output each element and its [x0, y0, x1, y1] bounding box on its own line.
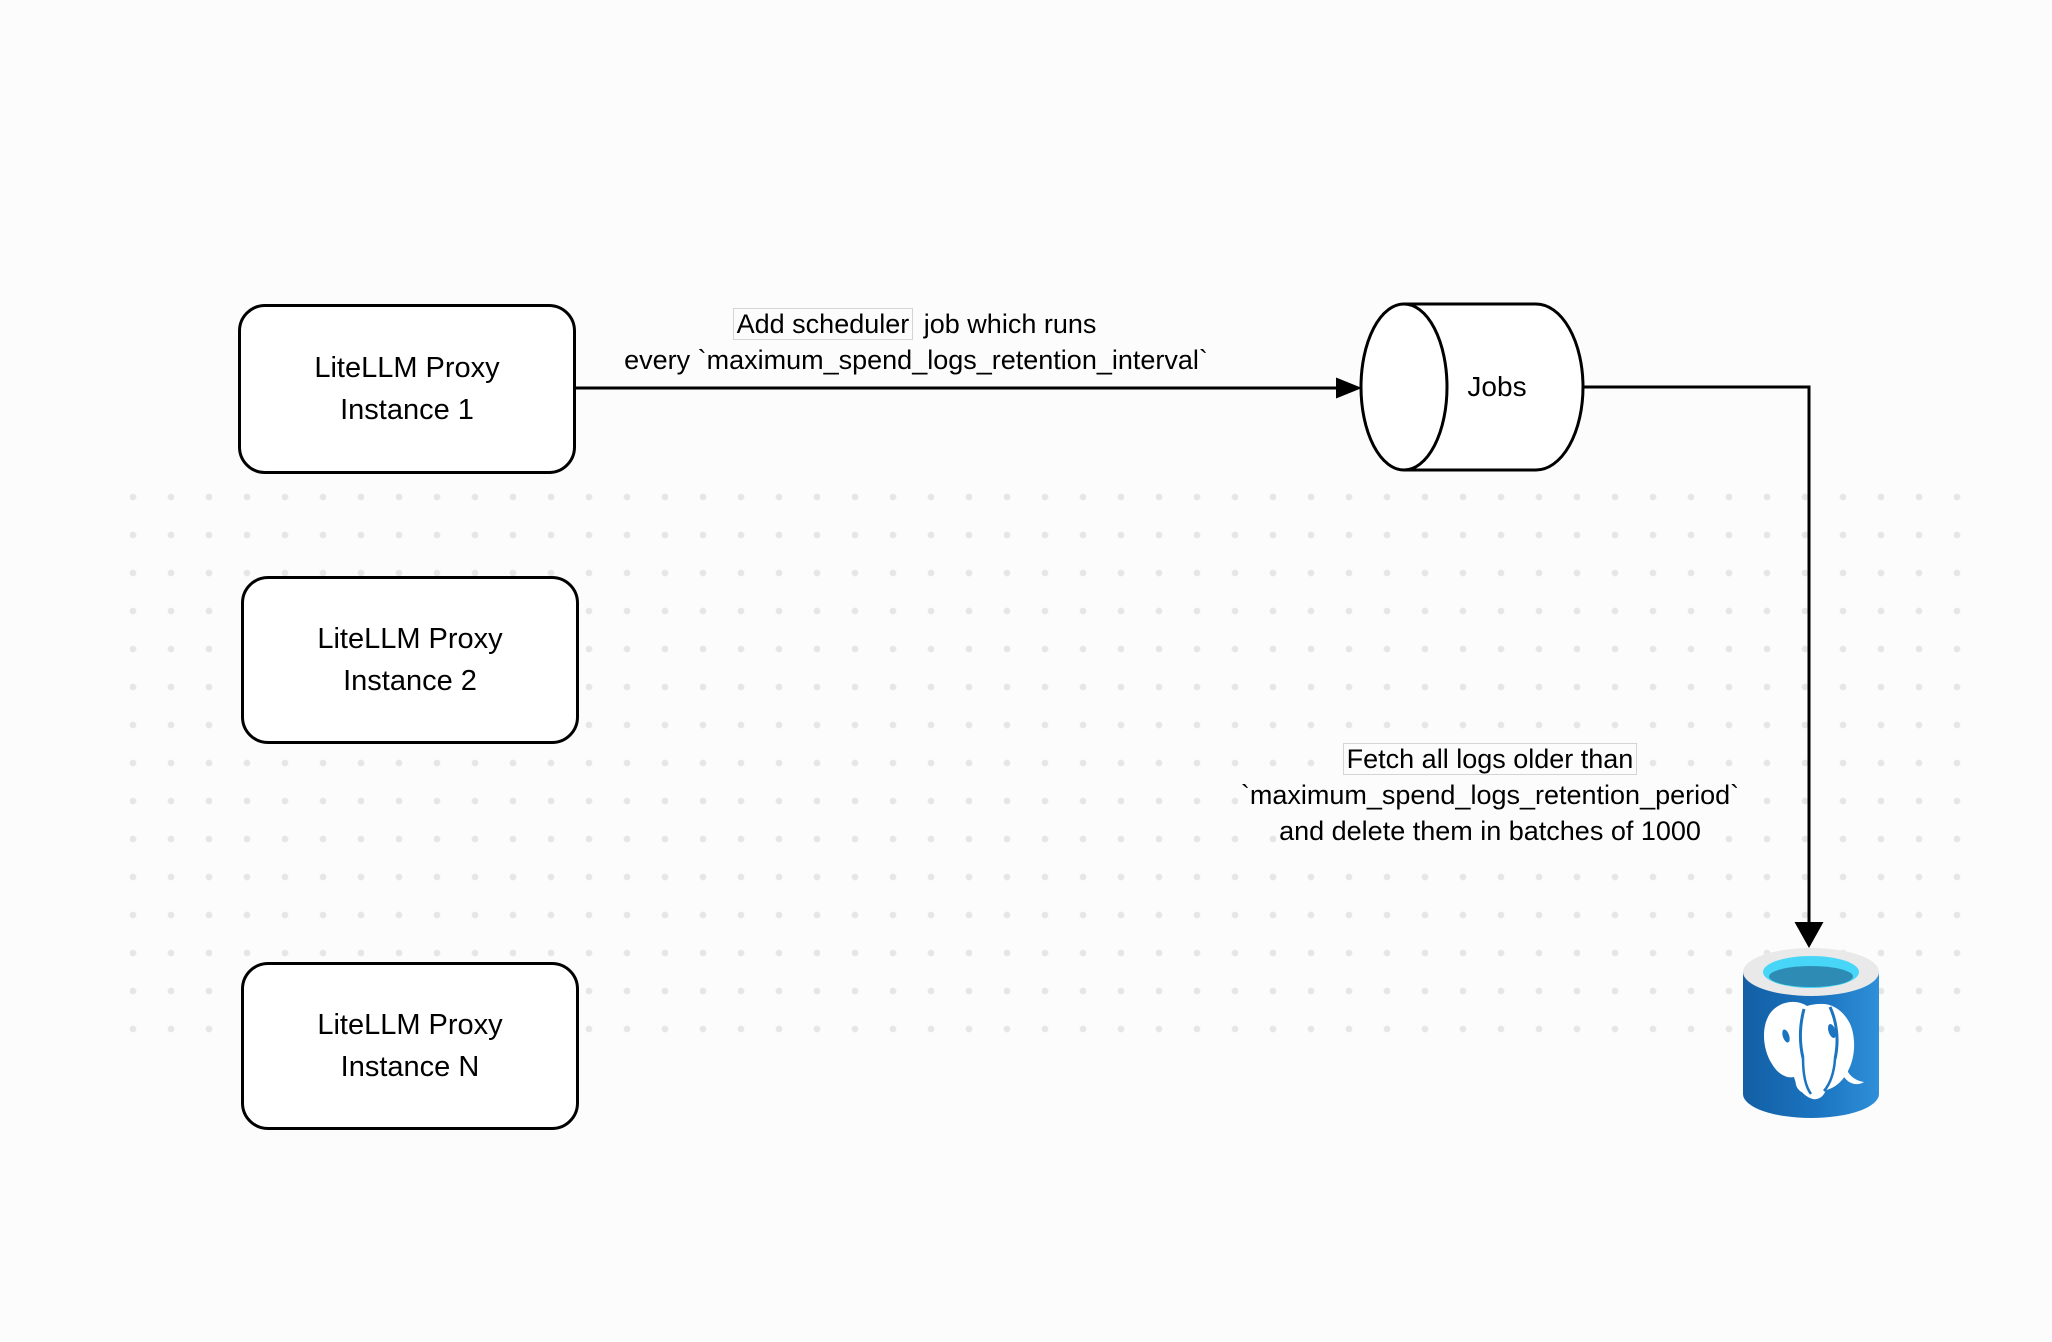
edge-label-line: Fetch all logs older than [1180, 741, 1800, 777]
edge-label-text: job which runs [913, 309, 1100, 339]
node-label-line1: LiteLLM Proxy [317, 1009, 503, 1041]
elephant-eye-right [1827, 1024, 1837, 1038]
node-litellm-proxy-instance-n: LiteLLM Proxy Instance N [241, 962, 579, 1130]
jobs-cylinder-face [1359, 302, 1449, 472]
elephant-trunk-line-left [1801, 1057, 1813, 1095]
arrow-jobs-to-postgres-head [1794, 922, 1824, 948]
node-label-line1: LiteLLM Proxy [317, 623, 503, 655]
edge-label-highlight: Add scheduler [732, 308, 914, 340]
arrow-proxy-to-jobs [575, 377, 1362, 399]
jobs-cylinder-body [1402, 302, 1585, 472]
edge-label-text: `maximum_spend_logs_retention_period` [1237, 780, 1743, 810]
edge-label-line: and delete them in batches of 1000 [1180, 813, 1800, 849]
jobs-cylinder [1359, 302, 1585, 472]
edge-label-text: every `maximum_spend_logs_retention_inte… [621, 345, 1211, 375]
node-label-line2: Instance 1 [340, 394, 474, 426]
elephant-tusk-right [1842, 1070, 1864, 1085]
postgres-cylinder-opening-shadow [1769, 966, 1853, 987]
elephant-trunk-line-right [1823, 1058, 1837, 1092]
postgresql-elephant-icon [1763, 1001, 1864, 1100]
edge-label-text: and delete them in batches of 1000 [1276, 816, 1704, 846]
elephant-crease-right [1828, 1006, 1839, 1060]
node-litellm-proxy-instance-2: LiteLLM Proxy Instance 2 [241, 576, 579, 744]
edge-label-line: Add scheduler job which runs [606, 306, 1226, 342]
edge-label-highlight: Fetch all logs older than [1342, 743, 1638, 775]
jobs-cylinder-label: Jobs [1467, 371, 1527, 402]
edge-label-line: `maximum_spend_logs_retention_period` [1180, 777, 1800, 813]
elephant-eye-left [1782, 1029, 1790, 1043]
arrow-jobs-to-postgres [1583, 385, 1824, 948]
arrow-proxy-to-jobs-head [1336, 377, 1362, 399]
edge-label-fetch-delete: Fetch all logs older than `maximum_spend… [1180, 741, 1800, 849]
node-litellm-proxy-instance-1: LiteLLM Proxy Instance 1 [238, 304, 576, 474]
node-label-line1: LiteLLM Proxy [314, 352, 500, 384]
elephant-tusk-left [1795, 1075, 1805, 1093]
elephant-crease-left [1799, 1008, 1806, 1059]
arrow-jobs-to-postgres-line [1583, 385, 1811, 924]
postgresql-icon [1743, 948, 1879, 1118]
edge-label-scheduler-job: Add scheduler job which runs every `maxi… [606, 306, 1226, 378]
node-label-line2: Instance 2 [343, 665, 477, 697]
node-label-line2: Instance N [340, 1051, 480, 1083]
edge-label-line: every `maximum_spend_logs_retention_inte… [606, 342, 1226, 378]
